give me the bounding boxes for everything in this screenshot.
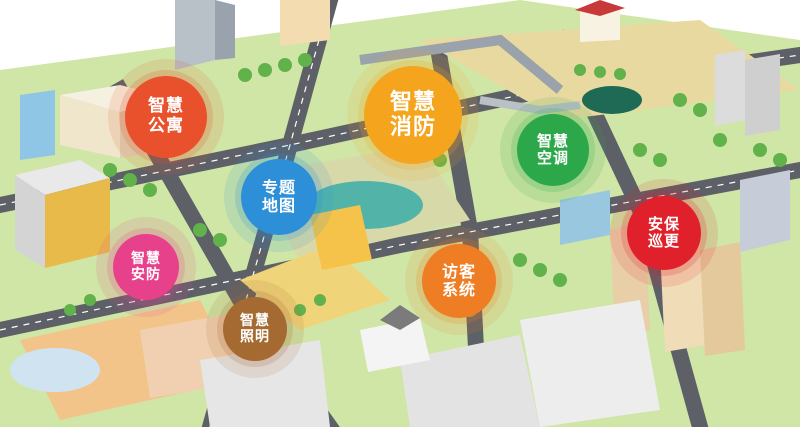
badge-label-line: 公寓 xyxy=(148,116,184,136)
badge-visitor[interactable]: 访客系统 xyxy=(405,227,513,335)
badge-label-line: 智慧 xyxy=(148,96,184,117)
badge-label-line: 智慧 xyxy=(389,89,436,115)
badge-label-line: 地图 xyxy=(261,196,296,215)
badge-patrol[interactable]: 安保巡更 xyxy=(610,179,718,287)
badge-label-line: 巡更 xyxy=(647,232,680,250)
badge-label-line: 专题 xyxy=(261,177,296,197)
badge-thematic-map[interactable]: 专题地图 xyxy=(224,142,334,252)
badge-label-line: 智慧 xyxy=(240,312,270,329)
badge-label-line: 智慧 xyxy=(131,250,161,267)
badge-apartment[interactable]: 智慧公寓 xyxy=(108,59,224,175)
badge-label-line: 系统 xyxy=(441,280,476,299)
badge-fire[interactable]: 智慧消防 xyxy=(347,49,479,181)
badge-label-line: 空调 xyxy=(536,149,569,167)
badge-label-line: 安防 xyxy=(131,267,161,283)
badge-lighting[interactable]: 智慧照明 xyxy=(206,280,304,378)
badge-label-line: 智慧 xyxy=(536,131,569,150)
badge-label-line: 照明 xyxy=(240,329,270,345)
badge-security[interactable]: 智慧安防 xyxy=(96,217,196,317)
badge-label-line: 消防 xyxy=(389,115,436,140)
badge-label-line: 安保 xyxy=(647,214,680,233)
badge-label-line: 访客 xyxy=(441,261,476,281)
badge-aircon[interactable]: 智慧空调 xyxy=(500,97,606,203)
